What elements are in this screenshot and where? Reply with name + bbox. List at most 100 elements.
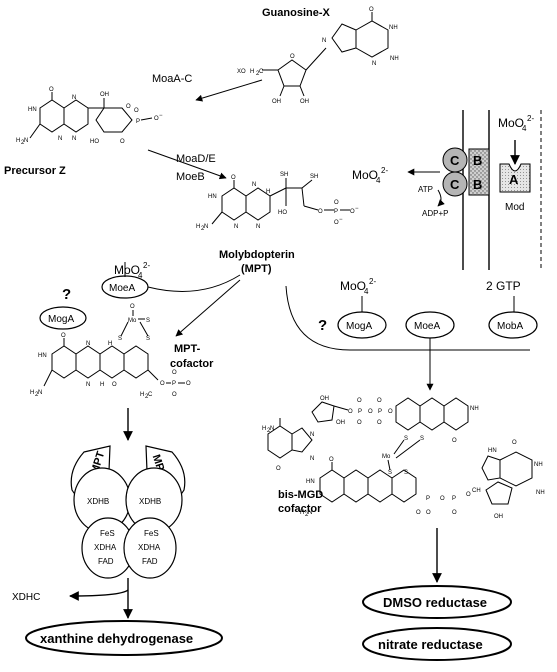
svg-text:SH: SH xyxy=(310,174,318,180)
xdha-right-domain xyxy=(123,517,177,579)
svg-text:NH: NH xyxy=(389,25,398,31)
svg-text:OH: OH xyxy=(320,396,329,402)
svg-text:N: N xyxy=(310,456,314,462)
molybdate-center: MoO 4 2- xyxy=(340,277,376,296)
svg-text:H: H xyxy=(30,390,34,396)
svg-text:O: O xyxy=(452,510,457,516)
svg-text:NH: NH xyxy=(534,462,543,468)
svg-text:O: O xyxy=(388,409,393,415)
mod-transporter: C C B B A Mod ATP ADP+P xyxy=(407,110,542,270)
xdhb-right-label: XDHB xyxy=(139,497,161,506)
svg-text:O: O xyxy=(290,54,295,60)
fes-right-label: FeS xyxy=(144,529,159,538)
svg-text:H: H xyxy=(196,224,200,230)
svg-text:P: P xyxy=(378,409,382,415)
xanthine-dehydrogenase-label: xanthine dehydrogenase xyxy=(40,631,193,646)
svg-text:OH: OH xyxy=(336,420,345,426)
molybdate-mid-right: MoO 4 2- xyxy=(352,166,388,185)
svg-text:O: O xyxy=(369,7,374,13)
guanosine-x-structure: O NH NH N N O XO H 2 C OH OH xyxy=(237,7,399,105)
svg-text:S: S xyxy=(404,436,408,442)
svg-text:O: O xyxy=(512,440,517,446)
svg-text:H: H xyxy=(250,69,254,75)
svg-text:O: O xyxy=(186,381,191,387)
svg-text:−: − xyxy=(339,217,343,223)
svg-text:P: P xyxy=(452,496,456,502)
svg-text:N: N xyxy=(234,224,238,230)
svg-text:O: O xyxy=(357,398,362,404)
atp-label: ATP xyxy=(418,185,433,194)
xdhc-label: XDHC xyxy=(12,592,40,603)
xdha-right-label: XDHA xyxy=(138,543,161,552)
svg-text:CH: CH xyxy=(472,488,481,494)
svg-text:4: 4 xyxy=(522,124,527,133)
svg-text:HO: HO xyxy=(278,210,287,216)
svg-text:HO: HO xyxy=(90,139,99,145)
svg-text:O: O xyxy=(134,108,139,114)
modC-top-label: C xyxy=(450,153,460,168)
question-left: ? xyxy=(62,286,71,303)
svg-text:O: O xyxy=(120,139,125,145)
svg-text:O: O xyxy=(154,116,159,122)
svg-text:O: O xyxy=(357,420,362,426)
moeA-right-label: MoeA xyxy=(414,321,440,332)
svg-text:2-: 2- xyxy=(143,261,150,270)
guanosine-x-label: Guanosine-X xyxy=(262,7,331,19)
svg-text:N: N xyxy=(86,341,90,347)
gtp-label: 2 GTP xyxy=(486,279,521,293)
svg-text:MoO: MoO xyxy=(340,279,366,293)
svg-text:O: O xyxy=(318,209,323,215)
svg-text:NH: NH xyxy=(536,490,545,496)
svg-text:H: H xyxy=(140,392,144,398)
svg-text:S: S xyxy=(420,436,424,442)
svg-text:O: O xyxy=(160,381,165,387)
svg-text:O: O xyxy=(276,466,281,472)
svg-text:O: O xyxy=(377,398,382,404)
svg-text:O: O xyxy=(440,496,445,502)
mogA-right-label: MogA xyxy=(346,321,372,332)
svg-text:N: N xyxy=(38,390,42,396)
svg-text:N: N xyxy=(72,136,76,142)
svg-text:S: S xyxy=(118,336,122,342)
modB-bottom-label: B xyxy=(473,177,482,192)
molybdate-top-right: MoO 4 2- xyxy=(498,114,534,133)
svg-text:2-: 2- xyxy=(369,277,376,286)
svg-text:O: O xyxy=(426,510,431,516)
fes-left-label: FeS xyxy=(100,529,115,538)
svg-text:2-: 2- xyxy=(381,166,388,175)
svg-text:O: O xyxy=(452,438,457,444)
svg-text:P: P xyxy=(426,496,430,502)
svg-text:O: O xyxy=(466,492,471,498)
svg-text:4: 4 xyxy=(364,287,369,296)
svg-text:2: 2 xyxy=(201,226,205,232)
svg-text:OH: OH xyxy=(494,514,503,520)
modC-bottom-subunit xyxy=(442,171,468,197)
svg-text:N: N xyxy=(372,61,376,67)
svg-text:N: N xyxy=(308,510,312,516)
question-right: ? xyxy=(318,317,327,334)
svg-text:N: N xyxy=(252,182,256,188)
svg-text:N: N xyxy=(322,38,326,44)
svg-text:O: O xyxy=(348,409,353,415)
svg-text:S: S xyxy=(146,318,150,324)
svg-text:Mo: Mo xyxy=(382,454,391,460)
svg-text:4: 4 xyxy=(138,271,143,280)
svg-text:N: N xyxy=(204,224,208,230)
xdha-left-label: XDHA xyxy=(94,543,117,552)
svg-text:N: N xyxy=(270,426,274,432)
svg-text:OH: OH xyxy=(100,92,109,98)
svg-text:O: O xyxy=(350,209,355,215)
mobA-label: MobA xyxy=(497,321,523,332)
modB-subunit xyxy=(468,148,490,196)
svg-text:−: − xyxy=(355,206,359,212)
svg-text:O: O xyxy=(334,220,339,226)
svg-text:H: H xyxy=(100,382,104,388)
svg-text:O: O xyxy=(49,87,54,93)
atp-hydrolysis-arrow xyxy=(437,189,445,207)
fad-right-label: FAD xyxy=(142,557,158,566)
svg-text:2: 2 xyxy=(305,512,309,518)
connector-moeA-to-mpt xyxy=(147,274,241,292)
